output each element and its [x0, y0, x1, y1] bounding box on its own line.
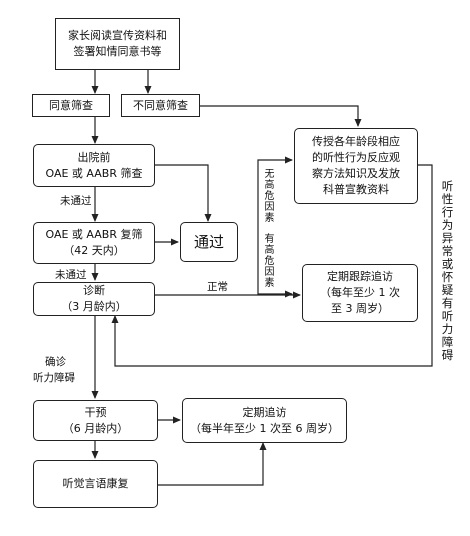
intervention-text-line2: （6 月龄内）: [62, 421, 129, 435]
periodic-text-line2: （每半年至少 1 次至 6 周岁）: [190, 421, 339, 435]
rescreen-box: OAE 或 AABR 复筛 （42 天内）: [33, 222, 155, 264]
rehab-box: 听觉言语康复: [33, 460, 158, 508]
education-box: 传授各年龄段相应 的听性行为反应观 察方法知识及发放 科普宣教资料: [294, 128, 418, 204]
edge-label-fail-predischarge: 未通过: [60, 195, 92, 207]
periodic-box: 定期追访 （每半年至少 1 次至 6 周岁）: [182, 398, 347, 443]
followup-text-line1: 定期跟踪追访: [327, 270, 393, 283]
followup-text-line2: （每年至少 1 次: [320, 286, 400, 299]
edge-label-normal: 正常: [207, 281, 228, 293]
edge-label-confirmed-line2: 听力障碍: [33, 372, 75, 384]
edge-label-has-risk: 有高危因素: [264, 234, 275, 289]
education-text-line1: 传授各年龄段相应: [312, 135, 400, 148]
intervention-text-line1: 干预: [84, 405, 107, 419]
pass-box: 通过: [180, 222, 238, 262]
arrow-disagree-to-education: [200, 105, 362, 127]
rescreen-text-line1: OAE 或 AABR 复筛: [45, 228, 143, 241]
rehab-label: 听觉言语康复: [62, 477, 129, 490]
agree-box: 同意筛查: [32, 94, 110, 117]
edge-label-confirmed-line1: 确诊: [45, 356, 66, 368]
arrow-rehab-to-periodic: [158, 442, 267, 486]
education-text-line2: 的听性行为反应观: [312, 151, 400, 164]
arrow-pass-to-followup: [257, 242, 293, 298]
arrow-predischarge-to-pass: [155, 164, 212, 222]
diagnosis-text-line2: （3 月龄内）: [61, 300, 127, 313]
periodic-text-line1: 定期追访: [242, 405, 287, 419]
education-text-line4: 科普宣教资料: [323, 183, 389, 196]
rescreen-text-line2: （42 天内）: [63, 244, 125, 257]
start-box: 家长阅读宣传资料和 签署知情同意书等: [55, 18, 180, 70]
predischarge-box: 出院前 OAE 或 AABR 筛查: [33, 144, 155, 187]
diagnosis-box: 诊断 （3 月龄内）: [33, 282, 155, 316]
disagree-label: 不同意筛查: [133, 98, 188, 112]
diagnosis-text-line1: 诊断: [83, 284, 105, 297]
predischarge-text-line2: OAE 或 AABR 筛查: [45, 166, 143, 180]
edge-label-fail-rescreen: 未通过: [55, 269, 87, 281]
disagree-box: 不同意筛查: [121, 94, 200, 117]
edge-label-abnormal: 听性行为异常或怀疑有听力障碍: [441, 179, 454, 362]
start-text-line2: 签署知情同意书等: [73, 45, 162, 58]
arrow-pass-to-education: [257, 156, 293, 242]
followup-text-line3: 至 3 周岁）: [331, 302, 389, 315]
education-text-line3: 察方法知识及发放: [312, 167, 400, 180]
intervention-box: 干预 （6 月龄内）: [33, 400, 158, 441]
arrow-abnormal-to-diagnosis: [111, 164, 433, 367]
edge-label-no-risk: 无高危因素: [264, 169, 275, 224]
predischarge-text-line1: 出院前: [77, 150, 111, 164]
followup-box: 定期跟踪追访 （每年至少 1 次 至 3 周岁）: [302, 264, 418, 322]
pass-label: 通过: [193, 233, 224, 251]
agree-label: 同意筛查: [49, 98, 93, 112]
start-text-line1: 家长阅读宣传资料和: [68, 29, 167, 42]
